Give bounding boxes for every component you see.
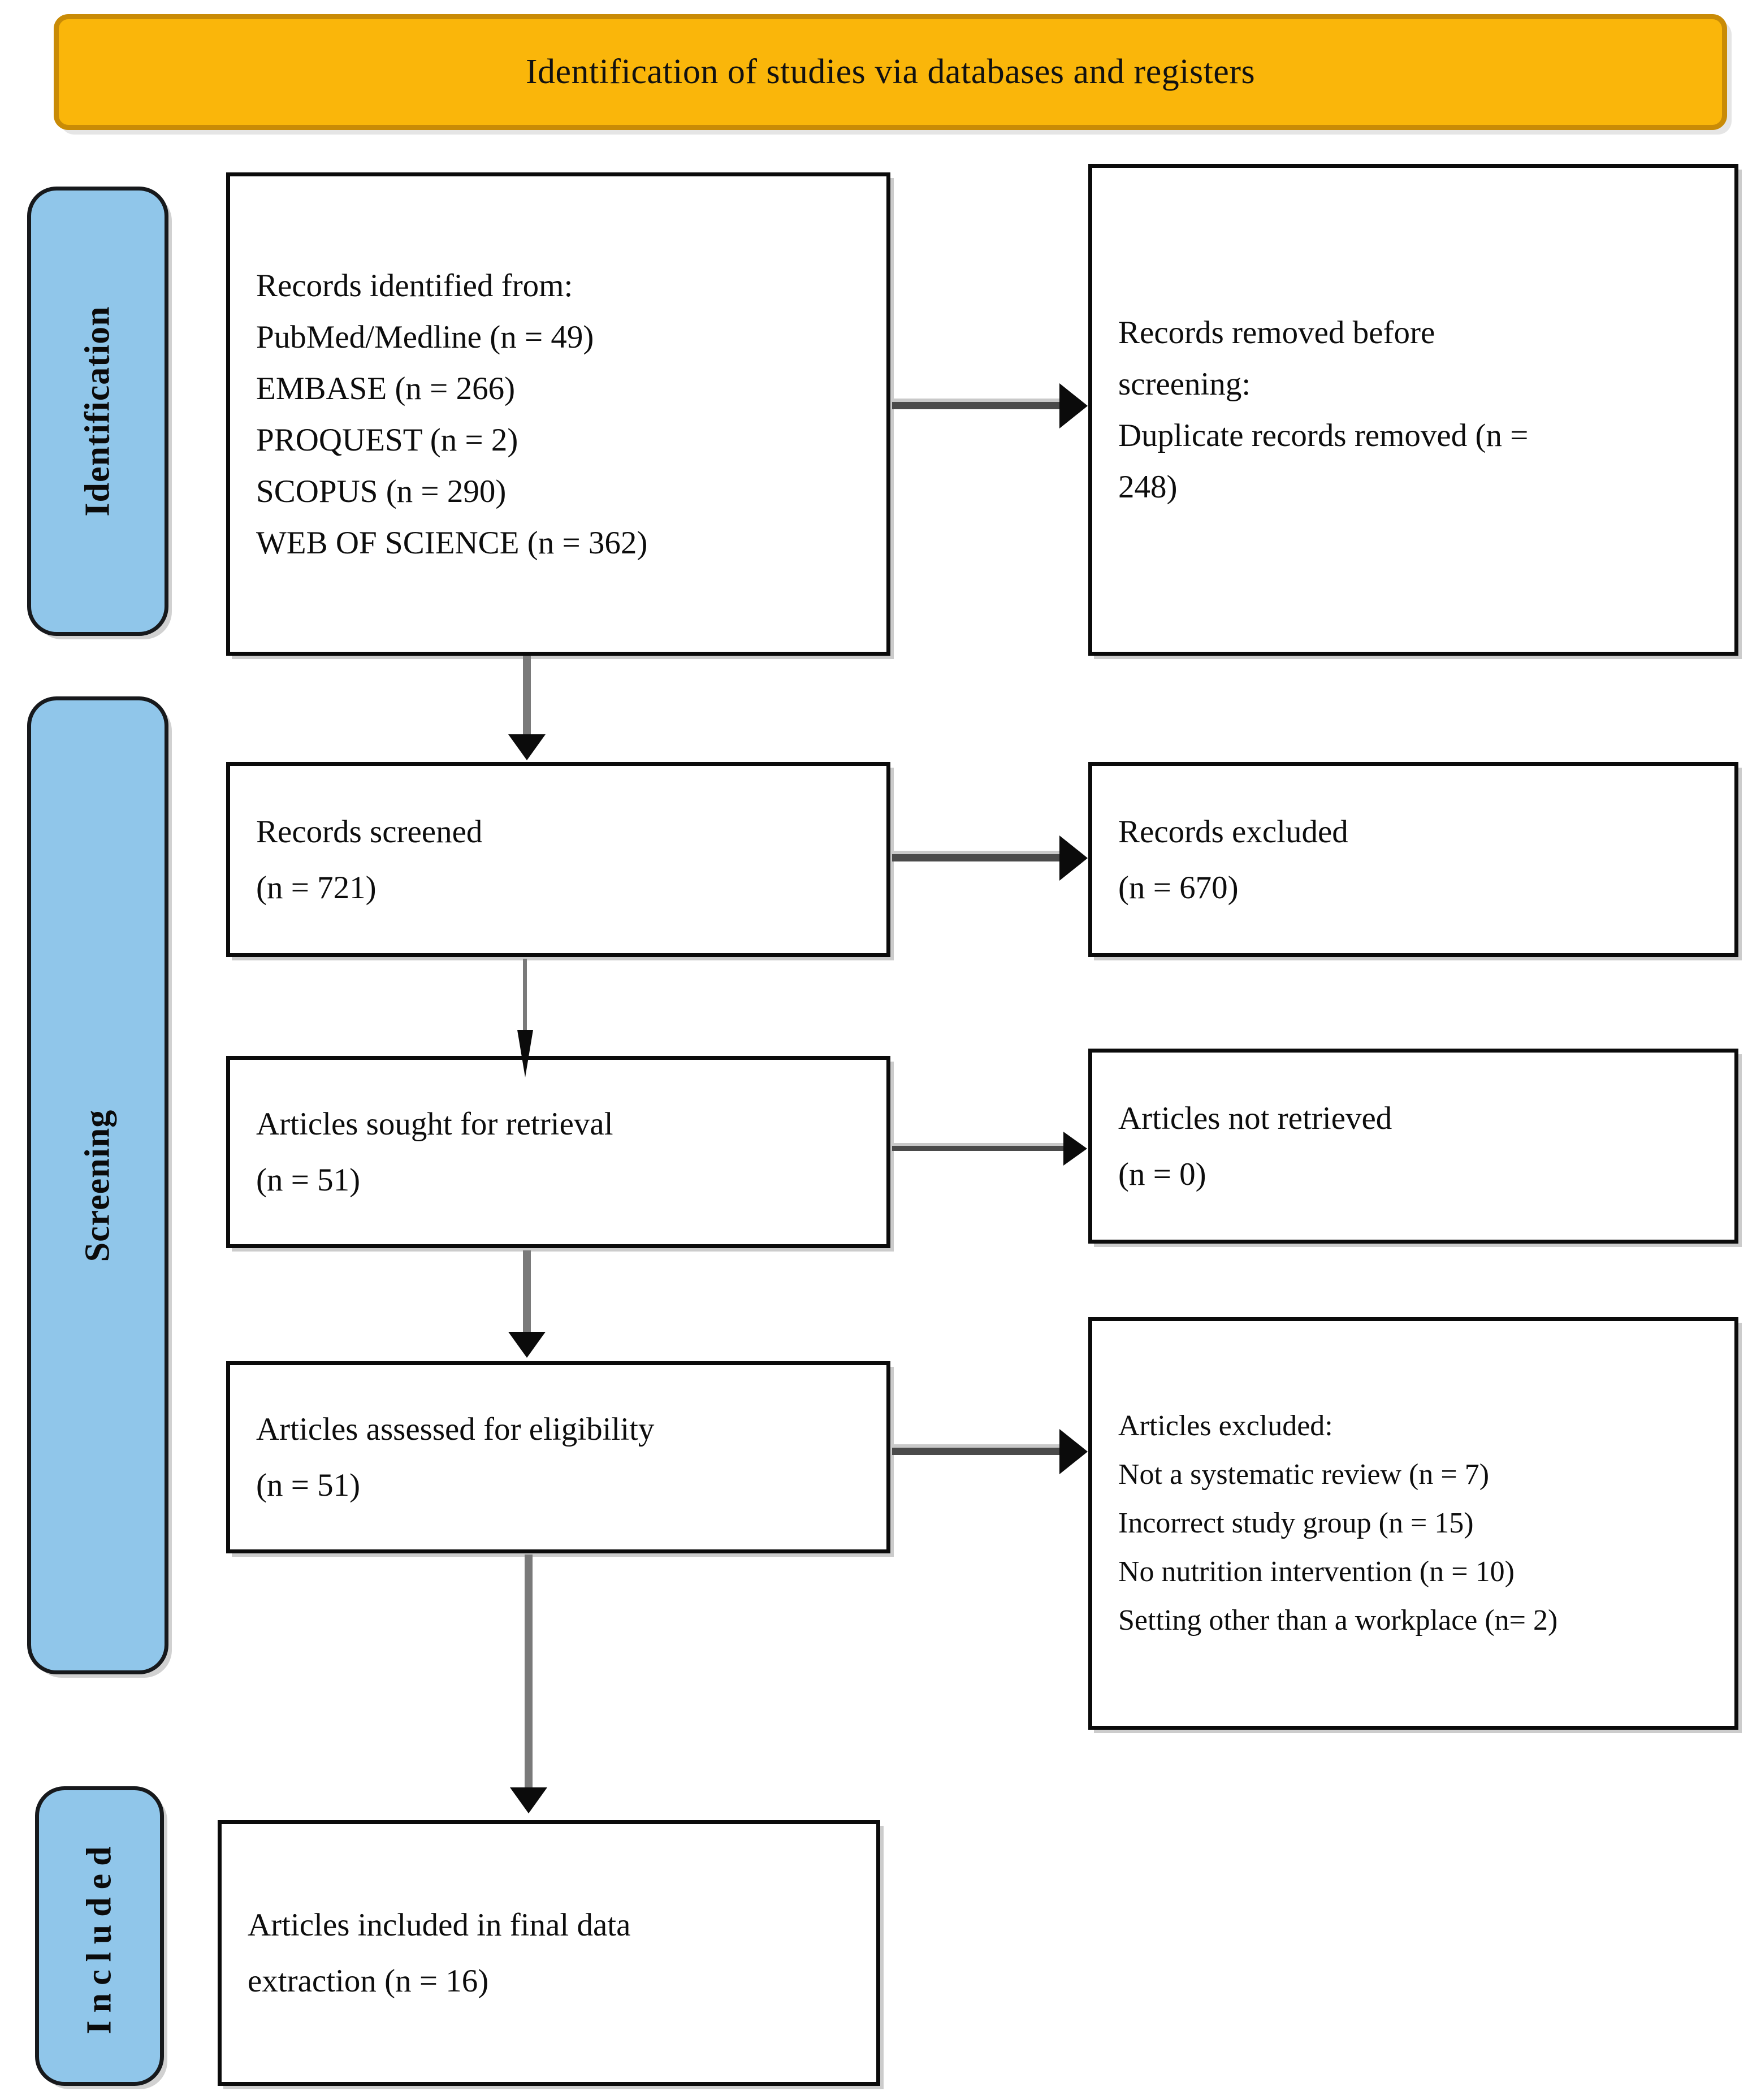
arrow-sought-to-eligibility	[523, 1250, 531, 1335]
box-articles-not-retrieved: Articles not retrieved (n = 0)	[1088, 1049, 1738, 1244]
box-articles-assessed-eligibility: Articles assessed for eligibility (n = 5…	[226, 1361, 890, 1553]
arrow-eligibility-to-articles-excluded	[892, 1444, 1062, 1455]
source-proquest: PROQUEST (n = 2)	[256, 422, 518, 458]
source-scopus: SCOPUS (n = 290)	[256, 473, 507, 509]
records-excluded-label: Records excluded	[1118, 813, 1348, 850]
records-removed-line-4: 248)	[1118, 469, 1178, 505]
articles-sought-label: Articles sought for retrieval	[256, 1106, 613, 1142]
stage-label-screening: Screening	[78, 1109, 117, 1262]
arrow-identified-to-removed	[892, 399, 1062, 409]
arrow-identified-to-screened	[523, 656, 531, 738]
records-screened-label: Records screened	[256, 813, 483, 850]
banner-title: Identification of studies via databases …	[525, 53, 1256, 91]
articles-included-line-1: Articles included in final data	[248, 1907, 631, 1943]
box-records-identified: Records identified from: PubMed/Medline …	[226, 172, 890, 656]
exclusion-reason-no-nutrition-intervention: No nutrition intervention (n = 10)	[1118, 1556, 1515, 1588]
records-removed-line-3: Duplicate records removed (n =	[1118, 418, 1529, 453]
exclusion-reason-not-systematic-review: Not a systematic review (n = 7)	[1118, 1458, 1490, 1491]
box-records-screened: Records screened (n = 721)	[226, 762, 890, 957]
articles-eligibility-label: Articles assessed for eligibility	[256, 1411, 655, 1447]
stage-pill-identification: Identification	[27, 187, 168, 636]
box-articles-excluded: Articles excluded: Not a systematic revi…	[1088, 1317, 1738, 1730]
records-removed-line-2: screening:	[1118, 366, 1251, 402]
exclusion-reason-incorrect-study-group: Incorrect study group (n = 15)	[1118, 1507, 1474, 1539]
box-records-removed: Records removed before screening: Duplic…	[1088, 164, 1738, 656]
box-records-excluded: Records excluded (n = 670)	[1088, 762, 1738, 957]
stage-pill-included: Included	[35, 1786, 164, 2086]
diagram-banner: Identification of studies via databases …	[54, 14, 1727, 130]
arrow-screened-to-sought	[523, 959, 527, 1032]
stage-label-included: Included	[80, 1838, 119, 2034]
source-embase: EMBASE (n = 266)	[256, 370, 516, 406]
articles-included-line-2: extraction (n = 16)	[248, 1963, 489, 1999]
box-articles-sought: Articles sought for retrieval (n = 51)	[226, 1056, 890, 1248]
records-identified-heading: Records identified from:	[256, 267, 573, 304]
stage-pill-screening: Screening	[27, 696, 168, 1674]
arrow-screened-to-excluded	[892, 851, 1062, 861]
articles-sought-count: (n = 51)	[256, 1162, 361, 1198]
records-screened-count: (n = 721)	[256, 869, 377, 906]
articles-eligibility-count: (n = 51)	[256, 1467, 361, 1503]
arrow-sought-to-not-retrieved	[892, 1143, 1065, 1151]
box-articles-included: Articles included in final data extracti…	[218, 1820, 880, 2086]
articles-not-retrieved-label: Articles not retrieved	[1118, 1100, 1392, 1136]
articles-excluded-heading: Articles excluded:	[1118, 1410, 1333, 1442]
records-removed-line-1: Records removed before	[1118, 315, 1435, 350]
source-web-of-science: WEB OF SCIENCE (n = 362)	[256, 525, 648, 561]
arrow-eligibility-to-included	[525, 1555, 533, 1791]
stage-label-identification: Identification	[78, 306, 117, 517]
records-excluded-count: (n = 670)	[1118, 869, 1239, 906]
articles-not-retrieved-count: (n = 0)	[1118, 1156, 1206, 1192]
source-pubmed: PubMed/Medline (n = 49)	[256, 319, 594, 355]
exclusion-reason-setting-other-than-workplace: Setting other than a workplace (n= 2)	[1118, 1604, 1558, 1636]
